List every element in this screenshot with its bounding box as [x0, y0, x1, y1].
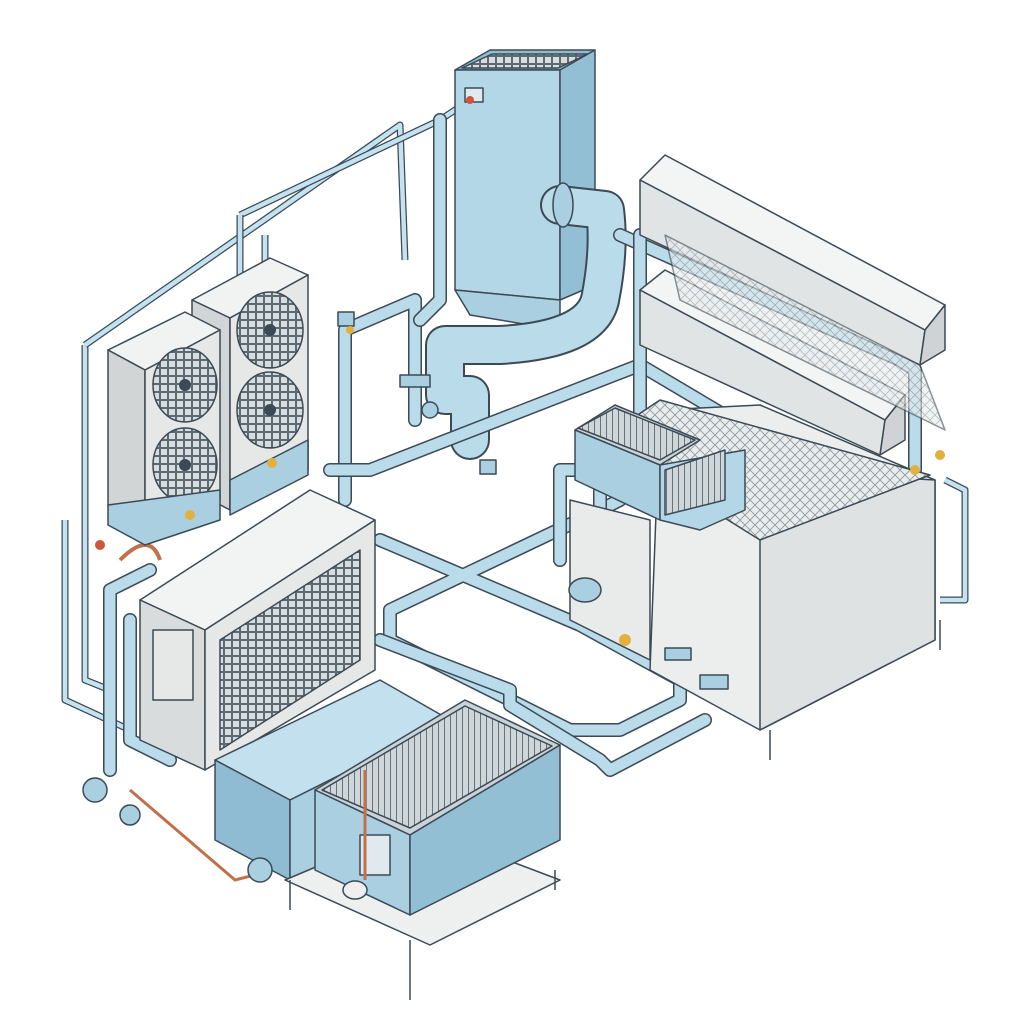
vertical-air-handler — [454, 49, 596, 331]
finned-heat-exchanger — [284, 699, 561, 1000]
coil-cabinet — [139, 489, 376, 771]
valve-icon — [247, 857, 273, 883]
supply-duct — [425, 182, 627, 460]
pump-assembly — [568, 499, 651, 661]
condenser-unit-left — [107, 311, 221, 546]
compact-heat-exchanger — [574, 404, 746, 531]
valve-icon — [337, 311, 355, 327]
valve-icon — [479, 459, 497, 475]
valve-icon — [82, 777, 141, 826]
conveyor-hood-upper — [639, 154, 946, 431]
valves — [82, 311, 945, 883]
valve-icon — [664, 647, 729, 690]
valve-icon — [399, 374, 439, 419]
